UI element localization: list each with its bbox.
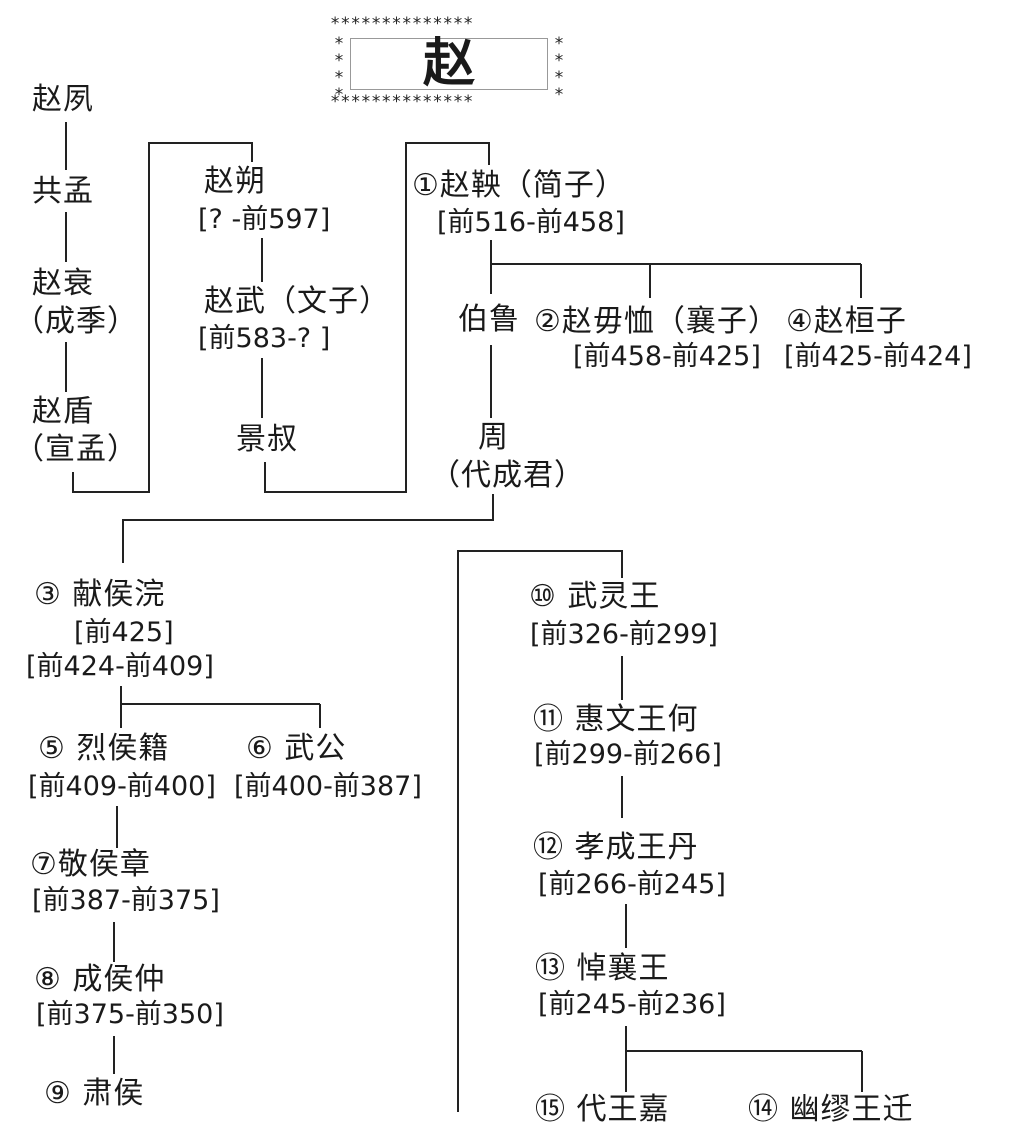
title-border-bottom: ************** — [330, 94, 474, 111]
node-lie-hou: ⑤ 烈侯籍 — [38, 731, 170, 766]
node-zhao-shuo: 赵朔 — [204, 164, 266, 199]
connector-jingshu-yang — [264, 142, 490, 493]
node-zhao-huanzi-dates: [前425-前424] — [784, 341, 972, 372]
node-jing-hou: ⑦敬侯章 — [30, 847, 151, 882]
node-xian-hou-dates: [前425] — [74, 617, 174, 648]
node-su-hou: ⑨ 肃侯 — [44, 1076, 145, 1111]
node-zhao-su: 赵夙 — [32, 82, 94, 117]
node-huiwen-wang: ⑪ 惠文王何 — [533, 702, 699, 737]
node-cheng-hou: ⑧ 成侯仲 — [34, 962, 166, 997]
page-title: 赵 — [422, 34, 475, 94]
node-zhao-wuxu-dates: [前458-前425] — [573, 341, 761, 372]
node-wu-gong: ⑥ 武公 — [246, 731, 347, 766]
node-daoxiang-wang-dates: [前245-前236] — [538, 989, 726, 1020]
node-cheng-hou-dates: [前375-前350] — [36, 999, 224, 1030]
connector-zhou-xianhou — [122, 494, 494, 563]
node-zhao-dun: 赵盾 — [32, 394, 94, 429]
title-box: ************** ************** * * * * * … — [330, 14, 568, 111]
title-border-right: * * * * — [553, 34, 565, 105]
node-zhou: 周 — [478, 420, 509, 455]
node-zhao-shuai: 赵衰 — [32, 266, 94, 301]
node-zhao-shuo-dates: [? -前597] — [198, 204, 331, 235]
node-zhao-dun-alias: （宣孟） — [14, 432, 138, 467]
node-xian-hou-dates2: [前424-前409] — [26, 651, 214, 682]
node-zhao-yang-dates: [前516-前458] — [437, 207, 625, 238]
node-xian-hou: ③ 献侯浣 — [34, 577, 166, 612]
node-zhao-yang: ①赵鞅（简子） — [412, 168, 626, 203]
node-zhao-huanzi: ④赵桓子 — [786, 304, 907, 339]
node-huiwen-wang-dates: [前299-前266] — [534, 739, 722, 770]
node-lie-hou-dates: [前409-前400] — [28, 771, 216, 802]
node-gong-meng: 共孟 — [32, 174, 94, 209]
title-border-top: ************** — [330, 16, 474, 33]
title-frame — [350, 38, 548, 90]
node-zhao-wu: 赵武（文子） — [204, 284, 390, 319]
node-wuling-wang: ⑩ 武灵王 — [529, 579, 661, 614]
node-xiaocheng-wang-dates: [前266-前245] — [538, 869, 726, 900]
node-zhou-alias: （代成君） — [430, 458, 585, 493]
node-bo-lu: 伯鲁 — [458, 302, 520, 337]
node-wu-gong-dates: [前400-前387] — [234, 771, 422, 802]
node-daoxiang-wang: ⑬ 悼襄王 — [535, 951, 670, 986]
node-xiaocheng-wang: ⑫ 孝成王丹 — [533, 830, 699, 865]
node-dai-wang: ⑮ 代王嘉 — [535, 1092, 670, 1127]
node-zhao-wuxu: ②赵毋恤（襄子） — [534, 304, 779, 339]
node-jing-hou-dates: [前387-前375] — [32, 885, 220, 916]
node-zhao-shuai-alias: （成季） — [14, 304, 138, 339]
connector-dun-shuo — [72, 142, 253, 493]
title-border-left: * * * * — [333, 34, 345, 105]
node-zhao-wu-dates: [前583-? ] — [198, 323, 331, 354]
node-wuling-wang-dates: [前326-前299] — [530, 619, 718, 650]
node-youmiu-wang: ⑭ 幽缪王迁 — [748, 1092, 914, 1127]
connector-su-wuling — [457, 550, 623, 1112]
node-jing-shu: 景叔 — [236, 422, 298, 457]
